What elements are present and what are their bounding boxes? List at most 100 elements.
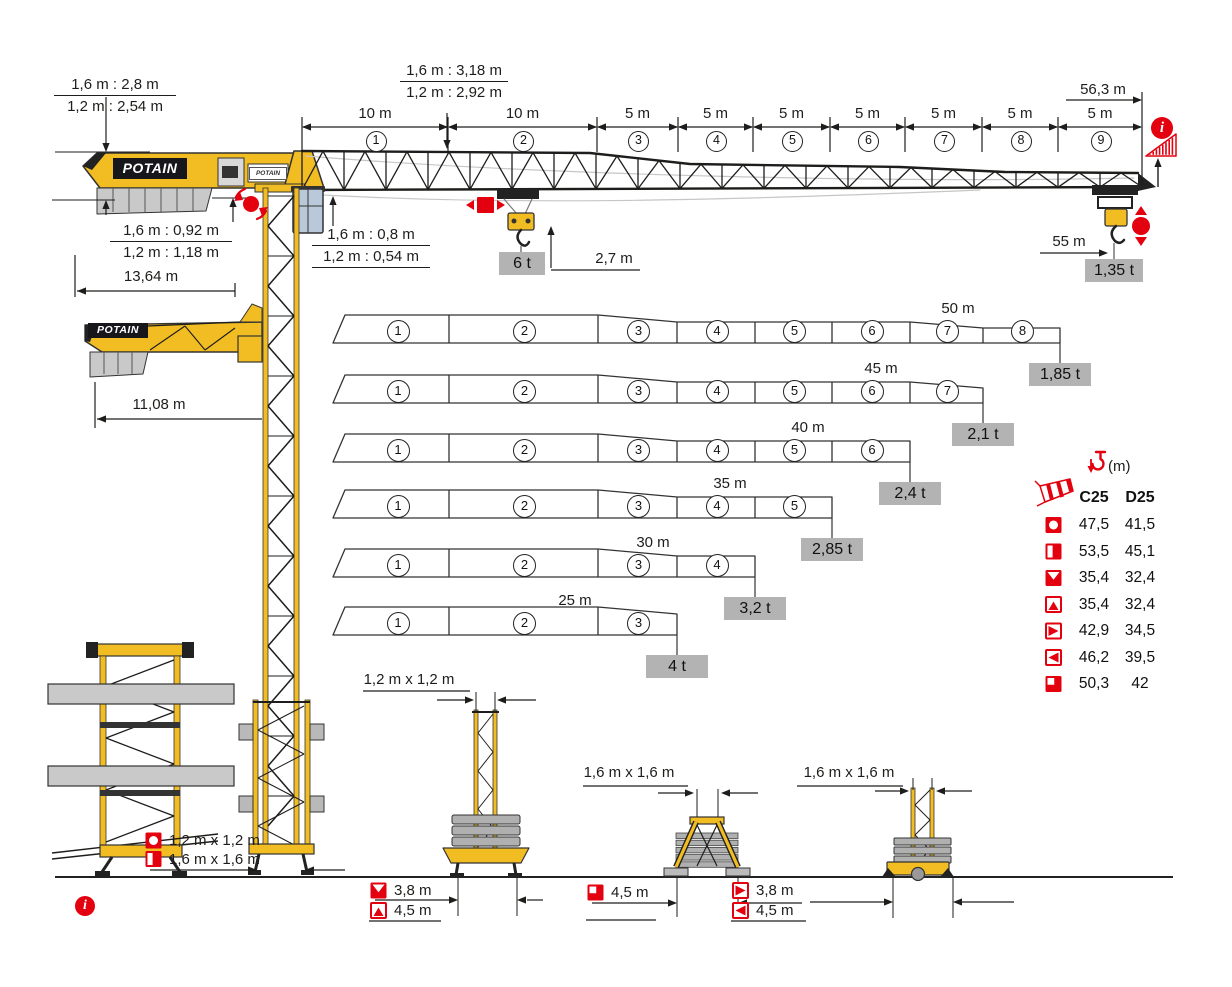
hoisting-icon [1132, 217, 1150, 235]
jib-segment-number: 3 [628, 130, 649, 152]
base2-ballast [451, 836, 521, 847]
counterjib-radius-label: 13,64 m [123, 268, 179, 285]
mast-leg [253, 853, 261, 873]
config-segment-number: 2 [513, 553, 536, 577]
jib-lattice [910, 167, 933, 189]
hoisting-icon [1135, 237, 1147, 246]
trolley-travel-icon [497, 200, 505, 210]
dim-text: 1,6 m : 3,18 m [400, 62, 508, 82]
counterjib-machinery [222, 166, 238, 178]
folded-counterjib-frame [184, 325, 206, 351]
jib-underside-dim: 1,6 m : 0,8 m 1,2 m : 0,54 m [312, 226, 430, 268]
table-cell-d25: 32,4 [1124, 569, 1156, 586]
cage-platform [238, 723, 254, 741]
dim-arrowhead [669, 123, 678, 131]
transport-leg [100, 856, 114, 873]
dim-arrowhead [77, 287, 86, 295]
dim-arrowhead [973, 123, 982, 131]
segment-length-label: 5 m [702, 105, 728, 122]
mast-size-legend-label: 1,2 m x 1,2 m [169, 832, 260, 849]
cage-chord [252, 699, 259, 847]
dim-arrowhead [449, 896, 458, 904]
dim-arrowhead [329, 196, 337, 205]
jib-lattice [889, 167, 912, 189]
table-cell-d25: 32,4 [1124, 595, 1156, 613]
mast-brace [267, 555, 295, 587]
mast-leg [301, 853, 309, 873]
config-segment-number: 1 [386, 611, 410, 635]
jib-lattice [1078, 172, 1101, 188]
cage-brace [257, 729, 305, 755]
mast-circle-icon [149, 836, 158, 845]
mast-chord [262, 187, 269, 847]
dim-arrowhead [248, 866, 257, 874]
mast-brace [267, 345, 295, 377]
jib-lattice [427, 151, 450, 190]
mast-brace [267, 615, 295, 647]
jib-lattice [931, 169, 954, 189]
cage-platform [238, 795, 254, 813]
windsock-icon [1036, 501, 1046, 507]
dim-arrowhead [597, 123, 606, 131]
jib-lattice [805, 165, 828, 189]
jib-top-chord [300, 149, 1140, 175]
config-segment-number: 4 [705, 553, 729, 577]
table-cell-c25: 42,9 [1078, 622, 1110, 639]
jib-segment-number: 7 [934, 130, 955, 152]
jib-lattice [364, 151, 387, 191]
table-cell-c25: 35,4 [1078, 595, 1110, 613]
config-length-label: 25 m [558, 592, 592, 609]
config-segment-number: 2 [513, 438, 536, 462]
segment-length-label: 5 m [854, 105, 880, 122]
jib-cable [305, 155, 1135, 181]
mast-brace [267, 735, 295, 767]
mast-brace [267, 645, 295, 677]
transport-mast-brace [105, 737, 175, 765]
config-capacity-badge: 1,85 t [1029, 363, 1091, 386]
counterjib-underside-dim: 1,6 m : 0,92 m 1,2 m : 1,18 m [110, 222, 232, 261]
config-capacity-badge: 2,85 t [801, 538, 863, 561]
config-length-label: 40 m [791, 419, 825, 436]
hoist-rope [524, 198, 533, 215]
cage-brace [257, 777, 305, 803]
transport-foot [95, 871, 110, 877]
dim-arrowhead [884, 898, 893, 906]
config-segment-number: 3 [627, 438, 650, 462]
transport-mast-joint [100, 722, 180, 728]
jib-lattice [868, 166, 891, 189]
cage-platform [309, 723, 325, 741]
folded-counterjib-machinery [239, 303, 263, 323]
mast-half-icon [147, 853, 153, 865]
dim-text: 1,2 m : 1,18 m [123, 244, 219, 261]
slewing-icon [234, 192, 243, 201]
dim-arrowhead [517, 896, 526, 904]
config-segment-number: 4 [705, 438, 729, 462]
trolley-travel-icon [466, 200, 474, 210]
segment-length-label: 5 m [930, 105, 956, 122]
mast-brace [267, 405, 295, 437]
config-segment-number: 3 [627, 319, 650, 343]
dim-arrowhead [744, 123, 753, 131]
jib-lattice [406, 151, 429, 190]
table-cell-d25: 34,5 [1124, 622, 1156, 639]
transport-mast-cap [182, 642, 194, 658]
config-segment-number: 3 [627, 611, 650, 635]
max-radius-label: 55 m [1052, 233, 1086, 250]
base-corner-icon [1047, 678, 1055, 685]
config-capacity-badge: 2,1 t [952, 423, 1014, 446]
base-tri-left-icon [1048, 652, 1059, 663]
counterjib-nose [83, 153, 106, 170]
windsock-icon [1066, 479, 1073, 492]
cage-chord [304, 699, 311, 847]
base3-ballast [675, 861, 739, 868]
transport-ballast-slab [47, 683, 235, 705]
jib-lattice [448, 151, 471, 190]
jib-lattice [385, 151, 408, 191]
dim-arrowhead [685, 789, 694, 797]
table-cell-c25: 50,3 [1078, 675, 1110, 692]
dim-arrowhead [721, 789, 730, 797]
dim-arrowhead [439, 123, 448, 131]
base2-pad [508, 873, 522, 878]
config-strip-outline [332, 374, 984, 404]
